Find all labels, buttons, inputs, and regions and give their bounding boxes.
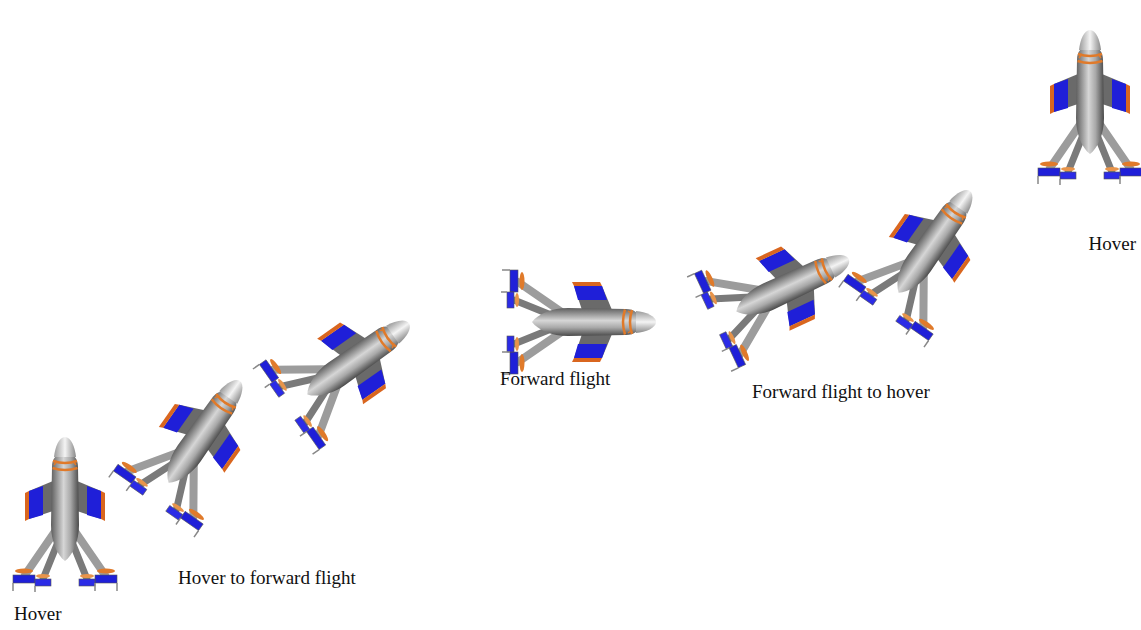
aircraft-figure: [1038, 30, 1141, 185]
phase-label: Hover: [14, 603, 61, 626]
aircraft-figure: [686, 212, 870, 372]
aircraft-figure: [501, 270, 656, 374]
phase-label: Hover: [1089, 233, 1136, 256]
aircraft-figure: [13, 437, 117, 592]
phase-label: Forward flight: [500, 368, 610, 391]
aircraft-figure: [108, 351, 282, 538]
aircraft-figure: [252, 281, 439, 455]
phase-label: Hover to forward flight: [178, 567, 356, 590]
phase-label: Forward flight to hover: [752, 381, 930, 404]
aircraft-figure: [838, 161, 1012, 348]
